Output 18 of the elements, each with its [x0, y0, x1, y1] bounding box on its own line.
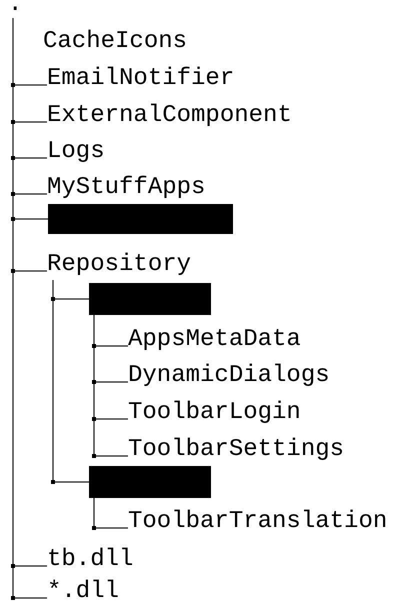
redaction-bar — [89, 283, 211, 315]
tree-item-label: *.dll — [47, 577, 120, 607]
tree-item-label: ToolbarSettings — [128, 435, 344, 465]
tree-item-label: ExternalComponent — [47, 101, 292, 131]
redaction-bar — [89, 466, 211, 498]
redaction-bar — [48, 204, 233, 234]
tree-item-label: AppsMetaData — [128, 325, 301, 355]
tree-item-label: tb.dll — [47, 545, 134, 575]
tree-item-label: Repository — [47, 250, 192, 280]
tree-item-label: MyStuffApps — [47, 173, 206, 203]
root-dot: . — [8, 0, 18, 18]
tree-item-label: ToolbarTranslation — [128, 507, 388, 537]
tree-item-label: ToolbarLogin — [128, 398, 301, 428]
tree-item-label: Logs — [47, 137, 105, 167]
tree-item-label: EmailNotifier — [47, 64, 234, 94]
tree-item-label: DynamicDialogs — [128, 361, 330, 391]
tree-branch-line — [94, 498, 128, 528]
tree-item-label: CacheIcons — [43, 27, 188, 57]
